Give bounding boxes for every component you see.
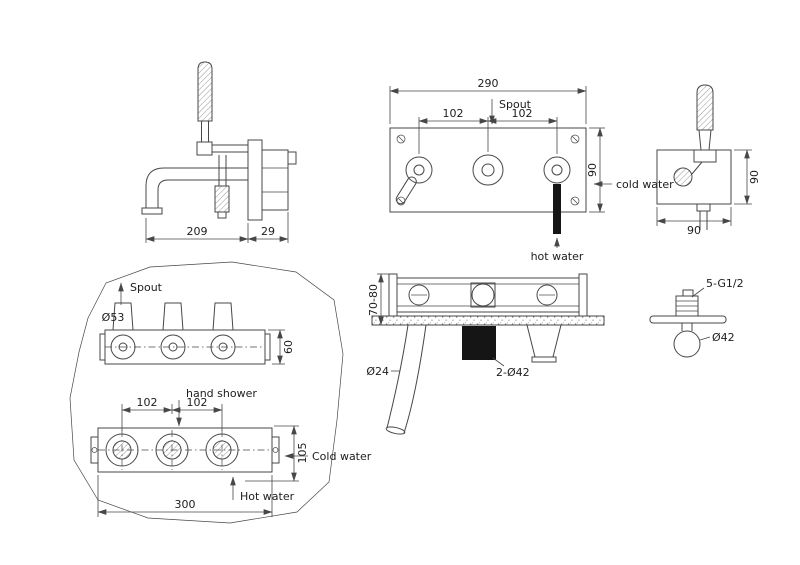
handshower-hose-connector — [214, 185, 230, 213]
spout-outline — [145, 167, 248, 208]
handshower-hose-front — [553, 184, 561, 234]
escutcheon-edge — [649, 315, 727, 324]
supply-stub — [162, 302, 184, 331]
roughin-ports — [105, 430, 239, 470]
dim-spout-reach: 209 — [187, 225, 208, 238]
dim-group-section: 70-80 Ø24 2-Ø42 — [366, 273, 530, 379]
dim-group-side: 209 29 — [145, 212, 289, 243]
view-rough-in: Spout Ø53 60 hand shower 102 102 — [69, 261, 372, 524]
wall-band — [371, 315, 605, 326]
dim-roughin-width: 300 — [175, 498, 196, 511]
rough-in-boundary — [69, 261, 344, 524]
valve-port-center — [471, 283, 495, 307]
supply-stub — [212, 302, 234, 331]
dim-holder-width: 90 — [687, 224, 701, 237]
spout-tube-outlet — [385, 426, 406, 435]
roughin-spout-label: Spout — [130, 281, 163, 294]
handshower-holder-clip — [196, 141, 213, 156]
handshower-handle — [698, 129, 712, 151]
cold-water-label: cold water — [616, 178, 674, 191]
dim-wall-offset: 29 — [261, 225, 275, 238]
view-trim-front: 290 Spout 102 102 90 cold water hot wate… — [389, 77, 674, 263]
spout-tip — [141, 207, 163, 215]
spout-tube — [386, 324, 409, 429]
dim-spacing-right: 102 — [512, 107, 533, 120]
handle-knob-side — [287, 151, 297, 165]
dim-roughin-spacing-right: 102 — [187, 396, 208, 409]
wall-plate-side — [247, 139, 263, 221]
roughin-hot-label: Hot water — [240, 490, 295, 503]
left-handle-lever — [395, 176, 417, 205]
dim-valve-holes: 2-Ø42 — [496, 366, 530, 379]
dim-spacing-left: 102 — [443, 107, 464, 120]
handshower-wand-handle — [201, 120, 209, 143]
valve-port-left — [408, 284, 430, 306]
dim-escutcheon-dia: Ø42 — [712, 331, 735, 344]
mixer-cartridge — [462, 326, 496, 360]
roughin-cold-label: Cold water — [312, 450, 372, 463]
dim-trim-width: 290 — [478, 77, 499, 90]
dim-body-depth: 60 — [282, 340, 295, 354]
dim-wall-depth: 70-80 — [367, 284, 380, 316]
outlet-elbow — [526, 324, 562, 358]
escutcheon-face — [673, 330, 701, 358]
hot-water-label: hot water — [531, 250, 584, 263]
thread-label: 5-G1/2 — [706, 277, 744, 290]
hose-nut — [696, 203, 711, 212]
view-inlet-detail: 5-G1/2 Ø42 — [649, 277, 744, 358]
handshower-port-label: hand shower — [186, 387, 257, 400]
view-handshower-side: 90 90 — [656, 84, 761, 237]
valve-port-right — [536, 284, 558, 306]
dim-roughin-spacing-left: 102 — [137, 396, 158, 409]
right-handle — [543, 156, 571, 184]
dim-group-handshower: 90 90 — [656, 149, 761, 237]
view-faucet-side: 209 29 — [141, 61, 297, 243]
dim-trim-height: 90 — [586, 163, 599, 177]
spout-label: Spout — [499, 98, 532, 111]
view-valve-section: 70-80 Ø24 2-Ø42 — [366, 273, 605, 435]
dim-group-front: 290 Spout 102 102 90 cold water hot wate… — [389, 77, 674, 263]
handshower-head — [696, 84, 714, 131]
dim-spout-dia: Ø24 — [366, 365, 389, 378]
left-handle — [405, 156, 433, 184]
holder-pivot — [673, 167, 693, 187]
dim-front-height: 105 — [296, 443, 309, 464]
dim-holder-height: 90 — [748, 170, 761, 184]
holder-bracket — [693, 149, 717, 163]
dim-stub-dia: Ø53 — [102, 311, 125, 324]
spout-port — [472, 154, 504, 186]
handshower-wand-head — [197, 61, 213, 122]
valve-body-side — [261, 149, 289, 211]
